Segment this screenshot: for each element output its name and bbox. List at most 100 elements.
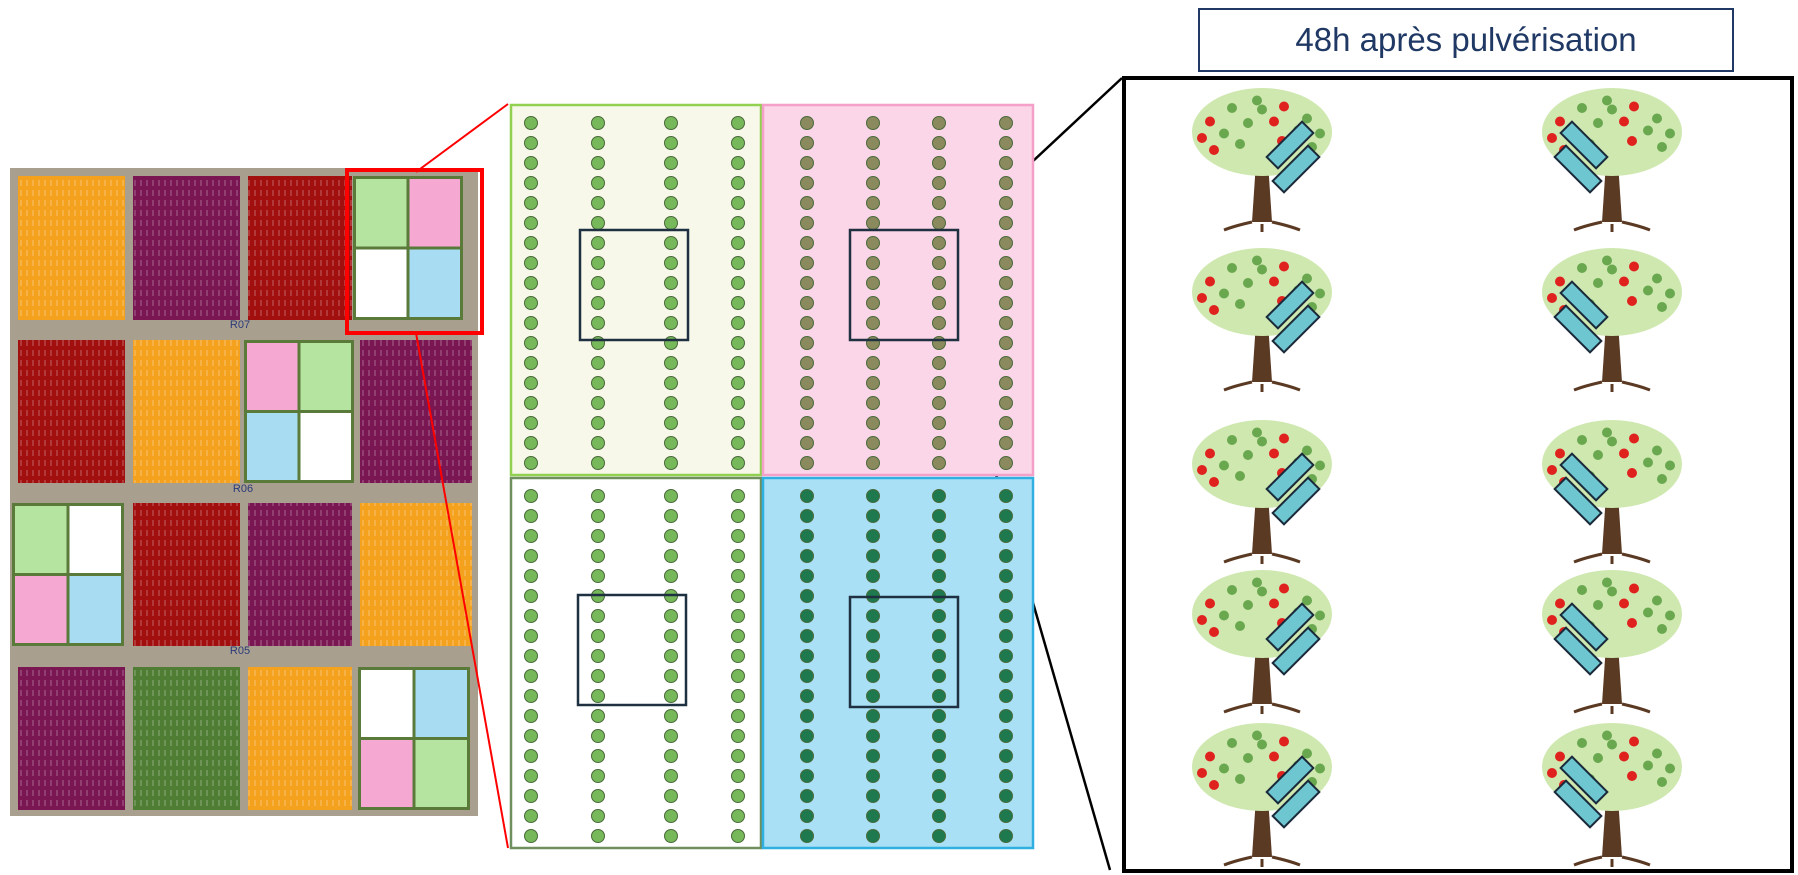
tree-dot xyxy=(866,416,880,430)
tree-trunk xyxy=(1252,322,1272,382)
apple xyxy=(1547,465,1557,475)
tree-dot xyxy=(524,376,538,390)
tree-dot xyxy=(524,196,538,210)
tree-dot xyxy=(591,509,605,523)
tree-trunk xyxy=(1602,162,1622,222)
tree-dot xyxy=(866,116,880,130)
tree-dot xyxy=(932,489,946,503)
tree-dot xyxy=(731,316,745,330)
insect-trap xyxy=(1559,120,1609,170)
leaf xyxy=(1235,774,1245,784)
tree-dot xyxy=(866,829,880,843)
apple xyxy=(1629,433,1639,444)
zoom-plot xyxy=(509,476,763,850)
apple xyxy=(1629,261,1639,272)
insect-trap xyxy=(1271,304,1321,354)
tree-dot xyxy=(731,436,745,450)
leaf xyxy=(1227,738,1237,748)
tree-dot xyxy=(731,749,745,763)
tree-dot xyxy=(664,789,678,803)
leaf xyxy=(1243,753,1253,763)
tree-dot xyxy=(800,589,814,603)
row-label: R05 xyxy=(230,645,250,657)
tree-dot xyxy=(866,609,880,623)
tree-dot xyxy=(731,829,745,843)
tree-dot xyxy=(591,156,605,170)
tree-canopy xyxy=(1542,88,1682,176)
tree-dot xyxy=(800,729,814,743)
leaf xyxy=(1252,255,1262,266)
tree-dot xyxy=(932,396,946,410)
tree-dot xyxy=(800,336,814,350)
tree-dot xyxy=(800,689,814,703)
apple xyxy=(1619,276,1629,287)
leaf xyxy=(1657,474,1667,484)
tree-trunk xyxy=(1252,644,1272,704)
insect-trap xyxy=(1559,602,1609,652)
tree-dot xyxy=(664,136,678,150)
tree-dot xyxy=(932,136,946,150)
leaf xyxy=(1657,302,1667,312)
tree-roots xyxy=(1573,702,1651,714)
tree-dot xyxy=(591,336,605,350)
tree-dot xyxy=(999,456,1013,470)
tree-dot xyxy=(932,336,946,350)
leaf xyxy=(1219,288,1229,299)
tree-dot xyxy=(664,336,678,350)
tree-dot xyxy=(999,216,1013,230)
tree-dot xyxy=(800,256,814,270)
tree-dot xyxy=(800,609,814,623)
tree-dot xyxy=(524,669,538,683)
apple xyxy=(1279,583,1289,594)
leaf xyxy=(1227,585,1237,595)
zoom-plots xyxy=(509,103,1035,850)
insect-trap xyxy=(1553,476,1603,526)
apple-tree xyxy=(1192,723,1332,867)
tree-dot xyxy=(932,509,946,523)
tree-dot xyxy=(524,629,538,643)
tree-dot xyxy=(800,829,814,843)
tree-dot xyxy=(999,769,1013,783)
tree-dot xyxy=(664,416,678,430)
leaf xyxy=(1602,427,1612,438)
apple xyxy=(1627,468,1637,478)
tree-dot xyxy=(731,809,745,823)
split-subplot-light_green xyxy=(300,343,351,410)
tree-dot xyxy=(664,729,678,743)
tree-dot xyxy=(524,436,538,450)
tree-canopy xyxy=(1542,248,1682,336)
leaf xyxy=(1602,730,1612,741)
tree-dot xyxy=(999,276,1013,290)
tree-dot xyxy=(664,316,678,330)
tree-dot xyxy=(932,529,946,543)
tree-dot xyxy=(999,116,1013,130)
tree-dot xyxy=(999,356,1013,370)
leaf xyxy=(1607,586,1617,597)
tree-dot xyxy=(591,789,605,803)
tree-dot xyxy=(664,116,678,130)
tree-canopy xyxy=(1192,570,1332,658)
tree-dot xyxy=(999,809,1013,823)
tree-dot xyxy=(731,789,745,803)
tree-dot xyxy=(800,156,814,170)
tree-dot xyxy=(999,629,1013,643)
leaf xyxy=(1607,739,1617,750)
tree-dot xyxy=(731,336,745,350)
tree-dot xyxy=(866,456,880,470)
tree-dot xyxy=(866,489,880,503)
apple xyxy=(1209,780,1219,790)
leaf xyxy=(1665,460,1675,471)
tree-roots xyxy=(1223,855,1301,867)
apple xyxy=(1619,448,1629,459)
apple-tree xyxy=(1192,248,1332,392)
apple-tree xyxy=(1192,88,1332,232)
leaf xyxy=(1577,263,1587,273)
row-label: R06 xyxy=(233,483,253,495)
leaf xyxy=(1643,457,1653,468)
tree-dot xyxy=(591,216,605,230)
leaf xyxy=(1593,278,1603,288)
tree-canopy xyxy=(1192,420,1332,508)
tree-dot xyxy=(932,609,946,623)
leaf xyxy=(1302,273,1312,284)
tree-dot xyxy=(932,176,946,190)
